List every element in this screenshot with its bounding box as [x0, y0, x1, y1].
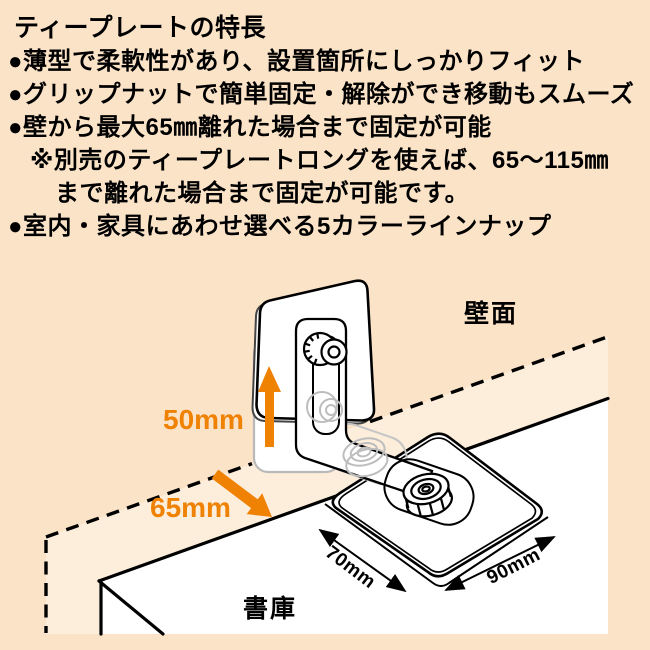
feature-line: ●グリップナットで簡単固定・解除ができ移動もスムーズ: [8, 81, 635, 108]
grip-nut-base: [402, 472, 453, 518]
feature-list: ティープレートの特長 ●薄型で柔軟性があり、設置箇所にしっかりフィット ●グリッ…: [8, 11, 634, 243]
cabinet-label: 書庫: [243, 595, 298, 623]
slide-range-label: 50mm: [163, 404, 244, 435]
gap-arrow-icon: [211, 469, 272, 517]
feature-line-note: まで離れた場合まで固定が可能です。: [55, 180, 470, 207]
grip-nut-wall-ghost: [306, 391, 343, 423]
wall-label: 壁面: [464, 300, 519, 328]
feature-title: ティープレートの特長: [14, 14, 267, 42]
wall-gap-band: [46, 336, 608, 634]
feature-line: ●室内・家具にあわせ選べる5カラーラインナップ: [8, 213, 552, 240]
feature-line: ●薄型で柔軟性があり、設置箇所にしっかりフィット: [8, 48, 586, 75]
dimension-arrows: [318, 528, 556, 593]
grip-nut-base-ghost: [342, 437, 389, 478]
dimension-arrow-70: [318, 528, 407, 593]
wall-gap-label: 65mm: [150, 492, 231, 523]
feature-line-note: ※別売のティープレートロングを使えば、65～115㎜: [30, 147, 609, 174]
feature-line: ●壁から最大65㎜離れた場合まで固定が可能: [8, 114, 492, 141]
grip-nut-wall: [302, 331, 348, 367]
dimension-arrow-90: [444, 536, 556, 591]
slide-up-arrow-icon: [258, 366, 281, 447]
